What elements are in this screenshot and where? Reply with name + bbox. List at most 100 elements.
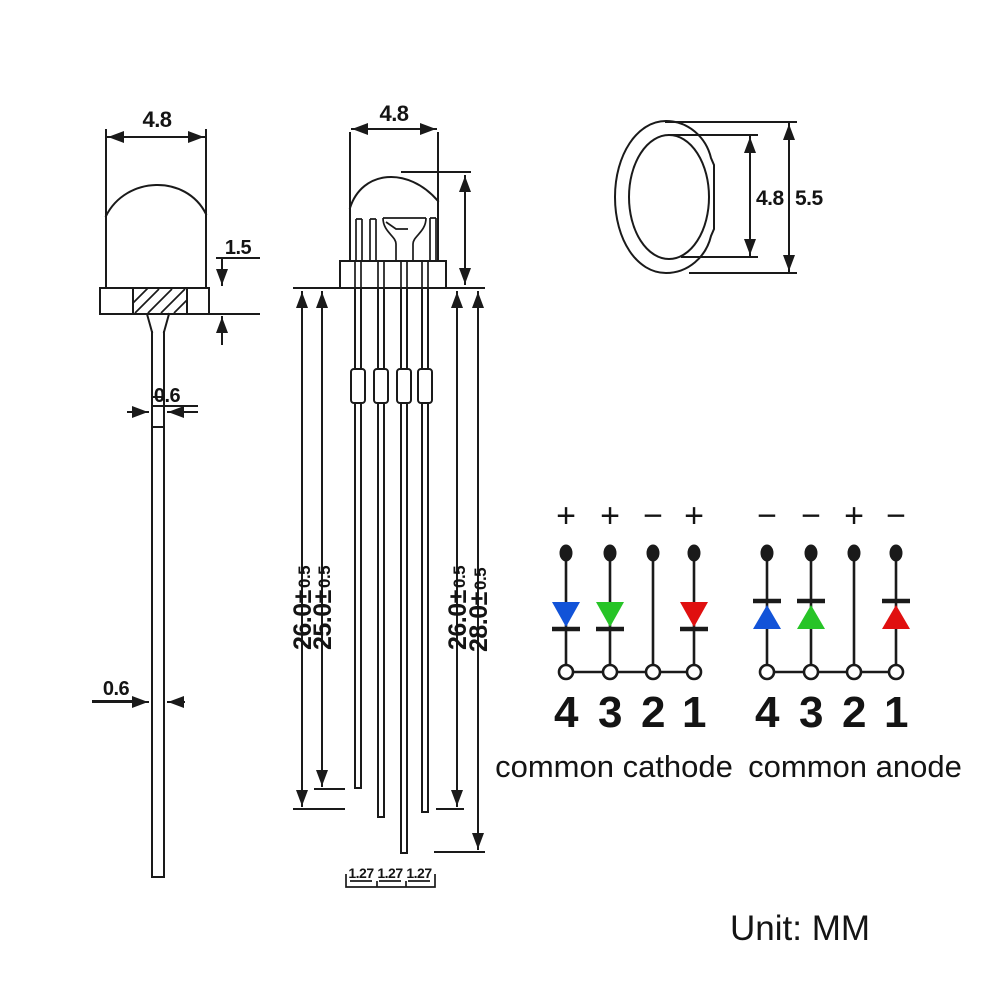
- dim-main: 25.0±: [309, 589, 337, 650]
- dim-28-label: 28.0± 0.5: [465, 568, 493, 652]
- diode-blue: [753, 598, 781, 629]
- pin-number: 4: [755, 688, 780, 737]
- top-outer-outline: [613, 119, 715, 275]
- lead-pin4: [354, 287, 362, 789]
- polarity-sign: −: [886, 497, 906, 535]
- terminal-dot: [646, 544, 660, 562]
- pin-number: 1: [682, 688, 706, 737]
- top-inner-dome: [628, 134, 710, 260]
- front-leads: [350, 287, 433, 854]
- front-view: 4.8: [289, 101, 493, 888]
- pin-number: 4: [554, 688, 579, 737]
- pin-pads: [557, 663, 703, 681]
- pin-wires: [564, 556, 696, 665]
- polarity-sign: +: [684, 497, 704, 535]
- lead-pin2: [400, 287, 408, 854]
- terminal-dot: [889, 544, 903, 562]
- diode-green: [797, 598, 825, 629]
- lead-pin1-kink: [417, 368, 433, 404]
- diode-blue: [552, 602, 580, 632]
- pin-wires: [765, 556, 898, 665]
- dim-25-label: 25.0± 0.5: [309, 566, 337, 650]
- terminal-dot: [603, 544, 617, 562]
- pad-circle: [557, 663, 575, 681]
- diode-triangle-blue: [552, 602, 580, 627]
- pin-terminals: [559, 544, 701, 562]
- top-inner-dim-label: 4.8: [756, 187, 785, 210]
- circuit-caption-cathode: common cathode: [495, 749, 733, 784]
- pin-number: 3: [799, 688, 823, 737]
- dim-tol: 0.5: [295, 566, 314, 588]
- diode-triangle-red: [680, 602, 708, 627]
- lead-pin1: [421, 287, 429, 813]
- dim-main: 28.0±: [465, 591, 493, 652]
- lead-pin2-kink: [396, 368, 412, 404]
- side-lead-kink-ticks: [151, 396, 165, 428]
- terminal-dot: [760, 544, 774, 562]
- diode-triangle-green: [596, 602, 624, 627]
- internal-post-2: [369, 218, 377, 261]
- terminal-dot: [847, 544, 861, 562]
- pitch-bracket: [345, 874, 436, 888]
- side-lead: [151, 331, 165, 878]
- front-internal-leadframe: [355, 217, 437, 261]
- pitch-label-1: 1.27: [348, 865, 374, 881]
- polarity-sign: +: [600, 497, 620, 535]
- pad-circle: [644, 663, 662, 681]
- top-view: 4.8 5.5: [613, 119, 824, 275]
- internal-post-3: [429, 217, 437, 261]
- polarity-sign: +: [844, 497, 864, 535]
- lead-pin3: [377, 287, 385, 818]
- top-outer-dim-ext: [665, 121, 797, 274]
- pad-circle: [802, 663, 820, 681]
- dim-tol: 0.5: [450, 566, 469, 588]
- front-flange-lead-passthrough: [354, 261, 429, 288]
- terminal-dot: [559, 544, 573, 562]
- top-outer-dim-label: 5.5: [795, 187, 824, 210]
- diode-triangle-blue: [753, 605, 781, 629]
- diode-triangle-red: [882, 605, 910, 629]
- polarity-sign: −: [801, 497, 821, 535]
- side-width-dim-label: 4.8: [142, 107, 171, 132]
- pitch-label-3: 1.27: [406, 865, 432, 881]
- circuit-common-cathode: + + − + 4 3 2: [495, 497, 733, 784]
- pad-circle: [758, 663, 776, 681]
- side-lead-width-upper-label: 0.6: [154, 385, 181, 407]
- side-view: 4.8 1.5 0.6 0.6: [92, 107, 260, 878]
- pin-number: 3: [598, 688, 622, 737]
- dim-main: 26.0±: [289, 589, 317, 650]
- front-lead-length-dims: 26.0± 0.5 25.0± 0.5 26.0± 0.5 28.0± 0.5: [289, 291, 493, 853]
- diode-red: [680, 602, 708, 632]
- pin-terminals: [760, 544, 903, 562]
- lead-pin3-kink: [373, 368, 389, 404]
- terminal-dot: [804, 544, 818, 562]
- polarity-sign: −: [757, 497, 777, 535]
- internal-post-1: [355, 218, 363, 261]
- pad-circle: [601, 663, 619, 681]
- side-flange-dim-label: 1.5: [225, 237, 252, 259]
- pad-circle: [887, 663, 905, 681]
- side-lead-taper: [145, 312, 171, 334]
- front-flange: [339, 260, 447, 289]
- diode-red: [882, 598, 910, 629]
- diode-triangle-green: [797, 605, 825, 629]
- polarity-sign: +: [556, 497, 576, 535]
- pin-number: 2: [641, 688, 665, 737]
- unit-note: Unit: MM: [730, 909, 870, 948]
- pitch-label-2: 1.27: [377, 865, 403, 881]
- front-pitch-dims: 1.27 1.27 1.27: [345, 865, 436, 888]
- side-flange-hatch: [132, 287, 188, 314]
- lead-pin4-kink: [350, 368, 366, 404]
- dim-main: 26.0±: [444, 589, 472, 650]
- polarity-sign: −: [643, 497, 663, 535]
- diode-green: [596, 602, 624, 632]
- front-width-dim-label: 4.8: [379, 101, 408, 126]
- dim-26-right-label: 26.0± 0.5: [444, 566, 472, 650]
- pin-number: 1: [884, 688, 908, 737]
- side-flange: [99, 287, 210, 315]
- circuit-common-anode: − − + − 4 3 2: [748, 497, 962, 784]
- internal-reflector-cup: [382, 217, 427, 261]
- pad-circle: [845, 663, 863, 681]
